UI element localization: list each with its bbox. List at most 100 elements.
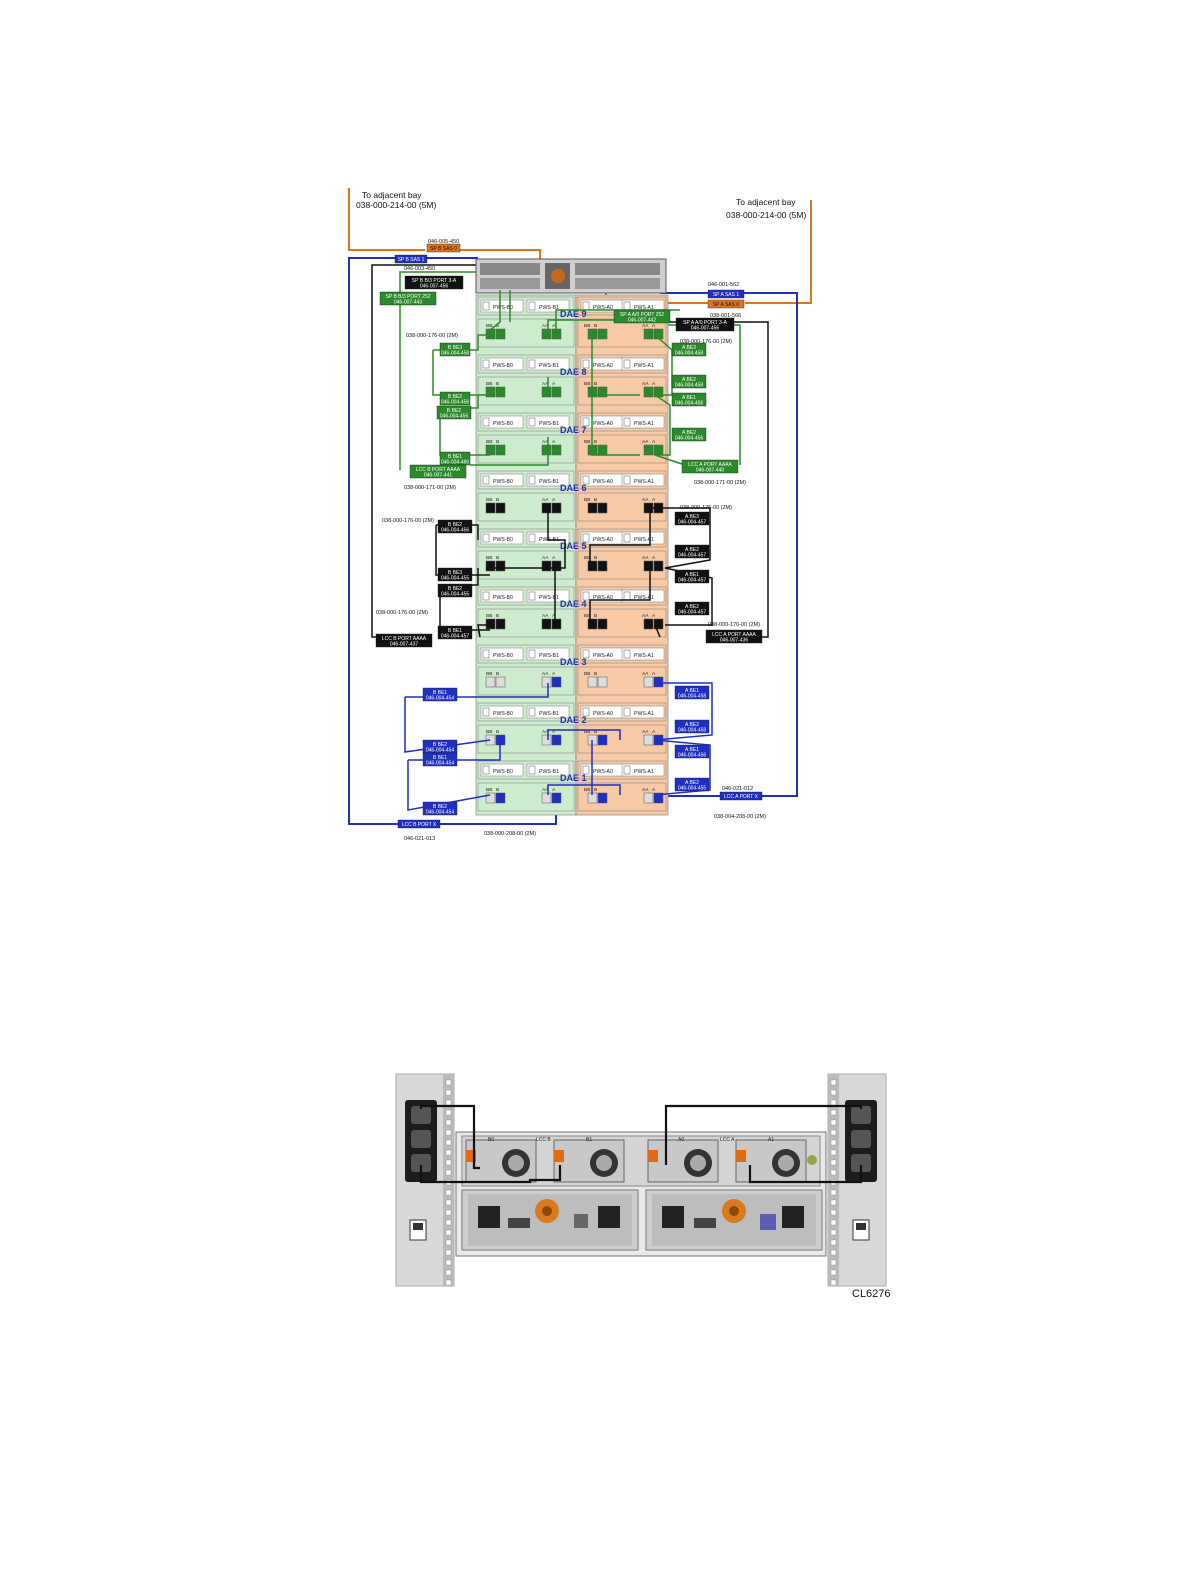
svg-text:SP B B/3 PORT 252: SP B B/3 PORT 252 [385,294,430,300]
port-label-aa: AA [642,787,649,793]
psu-b0: PWS-B0 [493,769,513,775]
svg-text:B BE2: B BE2 [448,522,462,528]
port-label-a: A [652,671,656,677]
port-label-a: A [552,381,556,387]
port-label-a: A [552,787,556,793]
port-label-bb: BB [486,497,492,503]
psu-a0: PWS-A0 [593,363,613,369]
cable-tags: SP B SAS 0SP B SAS 1SP B B/3 PORT 3-A046… [375,243,763,829]
sas-port [551,502,562,514]
svg-text:LCC A PORT AAAA: LCC A PORT AAAA [712,632,756,638]
psu-a1: PWS-A1 [634,363,654,369]
sas-port [643,328,654,340]
port-label-b: B [496,555,499,561]
pdu-right [845,1100,877,1182]
psu-b1: PWS-B1 [539,479,559,485]
sas-port [643,734,654,746]
port-label-aa: AA [542,439,549,445]
sas-port [551,618,562,630]
port-label-aa: AA [642,381,649,387]
port-label-a: A [552,729,556,735]
port-label-b: B [496,381,499,387]
dae-label: DAE 8 [560,367,587,377]
sas-port [597,560,608,572]
svg-text:046-007-456: 046-007-456 [691,326,720,332]
sas-port [495,618,506,630]
sas-port [587,676,598,688]
svg-text:SP A A/0 PORT 3-A: SP A A/0 PORT 3-A [683,320,727,326]
svg-text:046-004-454: 046-004-454 [426,696,455,702]
sas-port [541,328,552,340]
svg-text:LCC A PORT AAAA: LCC A PORT AAAA [688,462,732,468]
svg-text:046-004-460: 046-004-460 [441,460,470,466]
svg-text:A BE2: A BE2 [685,547,699,553]
psu-a0: PWS-A0 [593,653,613,659]
svg-text:046-004-457: 046-004-457 [678,578,707,584]
port-label-bb: BB [584,671,590,677]
sas-port [541,560,552,572]
tag-sp_a_sas1: SP A SAS 1 [707,289,745,299]
sas-port [485,676,496,688]
orange-cable-left-b [460,249,541,262]
svg-text:LCC B PORT AAAA: LCC B PORT AAAA [416,467,461,473]
sas-port [653,560,664,572]
port-label-a: A [652,323,656,329]
port-label-b: B [496,323,499,329]
port-label-b: B [594,555,597,561]
adjacent-bay-right-line2: 038-000-214-00 (5M) [726,210,806,220]
dae-label: DAE 3 [560,657,587,667]
psu-a0: PWS-A0 [593,595,613,601]
svg-text:B BE1: B BE1 [433,690,447,696]
svg-text:B BE1: B BE1 [448,454,462,460]
sas-port [541,734,552,746]
svg-text:046-007-442: 046-007-442 [628,318,657,324]
port-label-bb: BB [486,729,492,735]
svg-text:A BE1: A BE1 [685,688,699,694]
svg-text:046-004-458: 046-004-458 [678,728,707,734]
part-number-c_right_top: 046-001-562 [708,282,739,288]
psu-a1: PWS-A1 [634,305,654,311]
svg-text:A BE2: A BE2 [682,430,696,436]
tag-sp_a_sas0: SP A SAS 0 [707,299,745,309]
port-label-b: B [594,729,597,735]
svg-text:A BE3: A BE3 [682,345,696,351]
port-label-a: A [552,323,556,329]
sas-port [587,502,598,514]
svg-text:046-004-456: 046-004-456 [675,436,704,442]
sas-port [597,676,608,688]
port-label-a: A [652,497,656,503]
part-number-c_6l: 038-000-176-00 (2M) [382,518,434,524]
psu-b1: PWS-B1 [539,711,559,717]
part-number-c_9r: 038-000-176-00 (2M) [680,339,732,345]
port-label-a: A [652,729,656,735]
psu-b1: PWS-B1 [539,769,559,775]
svg-text:B BE2: B BE2 [448,586,462,592]
dae-label: DAE 4 [560,599,587,609]
psu-b0: PWS-B0 [493,653,513,659]
lcc-module-b [461,1189,639,1251]
dae-label: DAE 2 [560,715,587,725]
sas-port [485,502,496,514]
svg-text:B BE2: B BE2 [447,408,461,414]
psu-module-a1 [735,1139,807,1183]
psu-b1: PWS-B1 [539,595,559,601]
psu-b1: PWS-B1 [539,363,559,369]
psu-a0: PWS-A0 [593,421,613,427]
svg-text:046-004-456: 046-004-456 [675,401,704,407]
status-led [807,1155,817,1165]
svg-text:046-007-443: 046-007-443 [394,300,423,306]
psu-a1: PWS-A1 [634,653,654,659]
port-label-b: B [496,439,499,445]
sas-port [485,618,496,630]
